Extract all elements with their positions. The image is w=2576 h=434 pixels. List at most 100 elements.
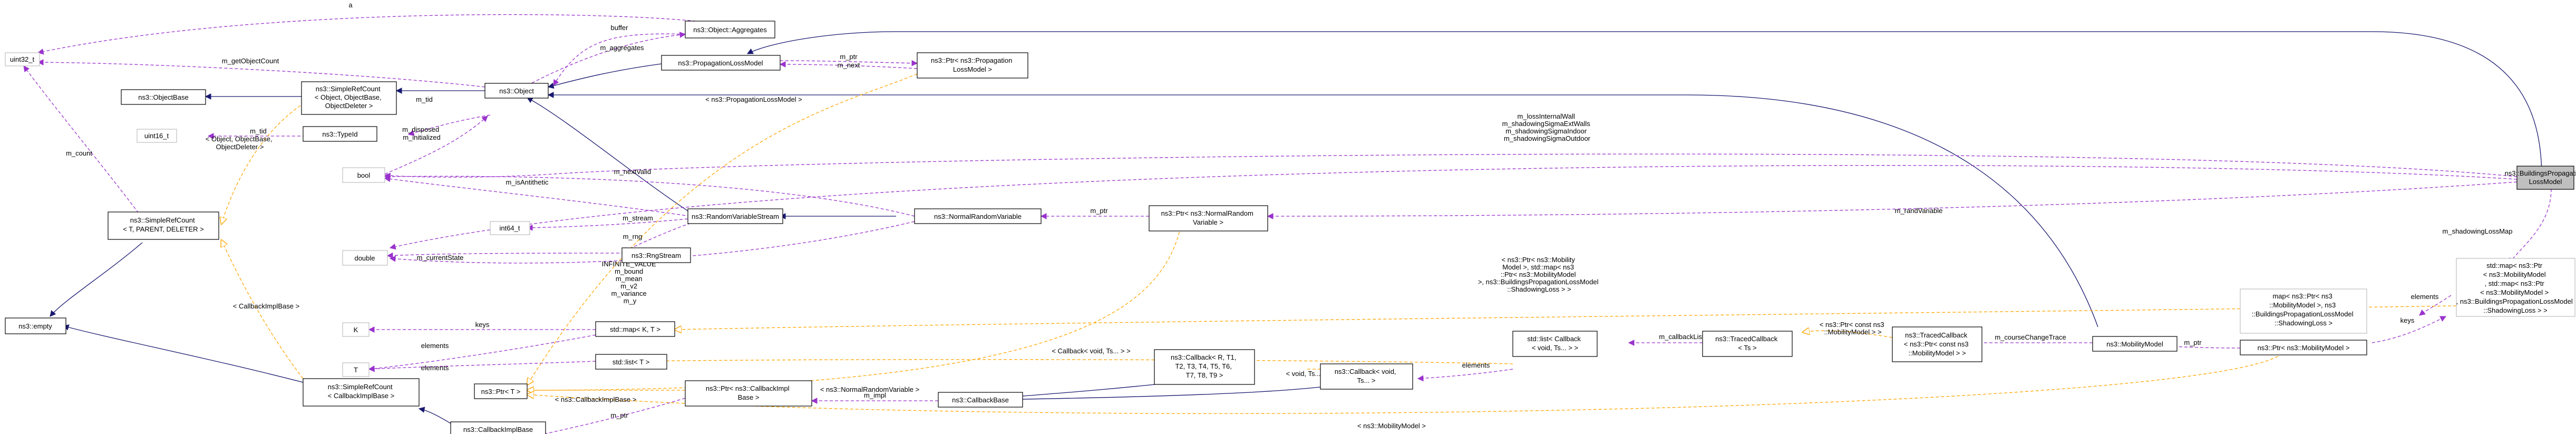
node-callbackbase[interactable]: ns3::CallbackBase [938,392,1023,408]
edge-label-aggregates: m_aggregates [600,44,644,52]
svg-text:ns3::RandomVariableStream: ns3::RandomVariableStream [692,213,779,220]
node-int64-t[interactable]: int64_t [490,221,530,235]
edge-template-ptr-normal [527,226,1181,390]
svg-text:uint16_t: uint16_t [144,132,169,140]
edge-label-normal-params: INFINITE_VALUE m_bound m_mean m_v2 m_var… [602,260,658,305]
node-randomvariablestream[interactable]: ns3::RandomVariableStream [687,208,783,224]
node-uint16-t[interactable]: uint16_t [137,129,177,143]
node-ptr-normalrandomvariable[interactable]: ns3::Ptr< ns3::NormalRandom Variable > [1149,205,1268,232]
svg-text:bool: bool [357,171,371,179]
node-callbackimplbase[interactable]: ns3::CallbackImplBase [450,421,546,434]
svg-text:ns3::TypeId: ns3::TypeId [322,130,357,138]
edge-label-elements4: elements [2411,293,2439,301]
edge-template-tracedcallback [1803,331,1893,338]
edge-buildings-to-propagationlossmodel [746,31,2542,179]
node-std-list-callback[interactable]: std::list< Callback < void, Ts... > > [1512,331,1598,357]
edge-template-map-shadowing [675,305,2457,330]
node-ptr-propagationlossmodel[interactable]: ns3::Ptr< ns3::Propagation LossModel > [917,52,1028,79]
edge-label-getobjectcount: m_getObjectCount [222,57,279,65]
edge-label-callbackimplbase-arg: < CallbackImplBase > [233,302,299,310]
svg-text:double: double [354,254,375,262]
edge-simplerefcount-callback-to-empty [62,324,304,383]
node-std-map-shadowing[interactable]: std::map< ns3::Ptr < ns3::MobilityModel … [2456,258,2575,317]
edge-label-simplerefcount-args: < Object, ObjectBase, ObjectDeleter > [206,135,274,151]
node-mobilitymodel[interactable]: ns3::MobilityModel [2092,336,2178,352]
edge-buildings-randvariable [1267,181,2517,219]
svg-text:ns3::CallbackBase: ns3::CallbackBase [952,396,1009,404]
edge-label-normalrandomvariable-arg: < ns3::NormalRandomVariable > [820,385,919,393]
edge-label-map-mobility-args: < ns3::Ptr< ns3::Mobility Model >, std::… [1478,256,1600,293]
node-callback-template[interactable]: ns3::Callback< R, T1, T2, T3, T4, T5, T6… [1154,349,1255,385]
edge-label-callbackimplbase-arg2: < ns3::CallbackImplBase > [555,396,637,403]
edge-label-nextvalid: m_nextValid [614,168,652,176]
svg-text:ns3::SimpleRefCount <: ns3::SimpleRefCount < CallbackImplBase > [328,383,394,400]
svg-text:std::list< Callback <: std::list< Callback < void, Ts... > > [1527,335,1582,352]
svg-text:map< ns3::Ptr< ns3 ::M: map< ns3::Ptr< ns3 ::MobilityModel >, ns… [2252,292,2356,327]
svg-text:std::map< K, T >: std::map< K, T > [610,325,660,333]
edge-double-currentstate [386,252,625,259]
node-tracedcallback-template[interactable]: ns3::TracedCallback < Ts > [1702,331,1793,357]
node-buildings-propagation-loss-model[interactable]: ns3::BuildingsPropagation LossModel [2505,166,2576,190]
node-ptr-mobilitymodel[interactable]: ns3::Ptr< ns3::MobilityModel > [2240,340,2367,355]
node-std-list[interactable]: std::list< T > [595,354,667,370]
node-uint32-t[interactable]: uint32_t [5,52,40,66]
edge-label-callback-void-ts: < Callback< void, Ts... > > [1052,347,1130,355]
node-bool[interactable]: bool [342,167,385,183]
svg-text:ns3::CallbackImplBase: ns3::CallbackImplBase [463,426,533,433]
node-empty[interactable]: ns3::empty [5,317,66,334]
svg-text:ns3::BuildingsPropagation: ns3::BuildingsPropagation LossModel [2505,169,2576,186]
nodes: uint32_t ns3::Object::Aggregates ns3::Ob… [5,21,2576,434]
edge-label-callbacklist: m_callbackList [1659,333,1704,341]
edge-object-aggregates-buffer [553,33,686,86]
node-ptr-t[interactable]: ns3::Ptr< T > [474,383,528,399]
edge-typeid-tid [407,114,491,136]
svg-text:T: T [354,366,358,374]
svg-text:ns3::Callback< void, T: ns3::Callback< void, Ts... > [1335,368,1398,384]
svg-text:ns3::SimpleRefCount <: ns3::SimpleRefCount < T, PARENT, DELETER… [123,216,203,233]
node-normalrandomvariable[interactable]: ns3::NormalRandomVariable [914,208,1042,224]
edge-template-ptr-mobility [527,353,2283,414]
svg-text:ns3::NormalRandomVariable: ns3::NormalRandomVariable [934,213,1022,220]
edge-label-a: a [348,1,353,9]
node-simplerefcount-callbackimplbase[interactable]: ns3::SimpleRefCount < CallbackImplBase > [303,378,420,407]
edge-object-to-aggregates [527,32,686,86]
edge-buildings-uint32 [389,165,2517,250]
svg-text:ns3::Callback< R, T1,: ns3::Callback< R, T1, T2, T3, T4, T5, T6… [1171,353,1238,379]
edge-map-shadowing-elements [2419,295,2452,316]
node-callback-void[interactable]: ns3::Callback< void, Ts... > [1320,363,1413,390]
edge-getobjectcount [37,59,485,88]
svg-text:ns3::SimpleRefCount <: ns3::SimpleRefCount < Object, ObjectBase… [315,85,383,110]
node-simplerefcount-object[interactable]: ns3::SimpleRefCount < Object, ObjectBase… [301,81,397,115]
node-rngstream[interactable]: ns3::RngStream [621,247,691,263]
edge-label-next: m_next [838,61,860,69]
node-k[interactable]: K [342,322,370,337]
svg-text:ns3::TracedCallback <: ns3::TracedCallback < Ts > [1715,335,1780,352]
svg-text:ns3::Ptr< ns3::NormalRandom: ns3::Ptr< ns3::NormalRandom Variable > [1161,209,1256,226]
node-object[interactable]: ns3::Object [484,83,549,99]
edge-bool-disposed [384,115,488,175]
svg-text:ns3::RngStream: ns3::RngStream [631,252,681,259]
edge-label-coursechange: m_courseChangeTrace [1995,333,2066,341]
edge-label-ptr-const-mobility: < ns3::Ptr< const ns3 ::MobilityModel > … [1820,321,1886,336]
edge-buildings-loss-params [384,153,2517,179]
edge-buildings-shadowinglossmap [2509,188,2552,264]
node-typeid[interactable]: ns3::TypeId [303,126,377,142]
svg-text:ns3::PropagationLossModel: ns3::PropagationLossModel [678,59,763,67]
node-std-map[interactable]: std::map< K, T > [595,321,675,337]
node-map-shadowing[interactable]: map< ns3::Ptr< ns3 ::MobilityModel >, ns… [2240,288,2367,334]
node-simplerefcount-template[interactable]: ns3::SimpleRefCount < T, PARENT, DELETER… [108,211,219,240]
edge-label-stream: m_stream [623,214,653,222]
edge-bool-nextvalid [384,173,915,217]
node-t[interactable]: T [342,362,370,377]
edge-label-impl: m_impl [864,391,886,399]
edge-label-loss-params: m_lossInternalWall m_shadowingSigmaExtWa… [1502,112,1592,142]
svg-text:K: K [354,326,358,334]
node-tracedcallback-mobility[interactable]: ns3::TracedCallback < ns3::Ptr< const ns… [1892,326,1982,362]
edge-label-disposed: m_disposed m_initialized [402,126,441,141]
svg-text:ns3::Object: ns3::Object [499,87,534,95]
node-double[interactable]: double [342,250,388,266]
node-object-aggregates[interactable]: ns3::Object::Aggregates [685,21,775,38]
node-objectbase[interactable]: ns3::ObjectBase [121,89,206,105]
node-propagationlossmodel[interactable]: ns3::PropagationLossModel [661,55,781,71]
node-ptr-callbackimplbase[interactable]: ns3::Ptr< ns3::CallbackImpl Base > [685,380,812,407]
